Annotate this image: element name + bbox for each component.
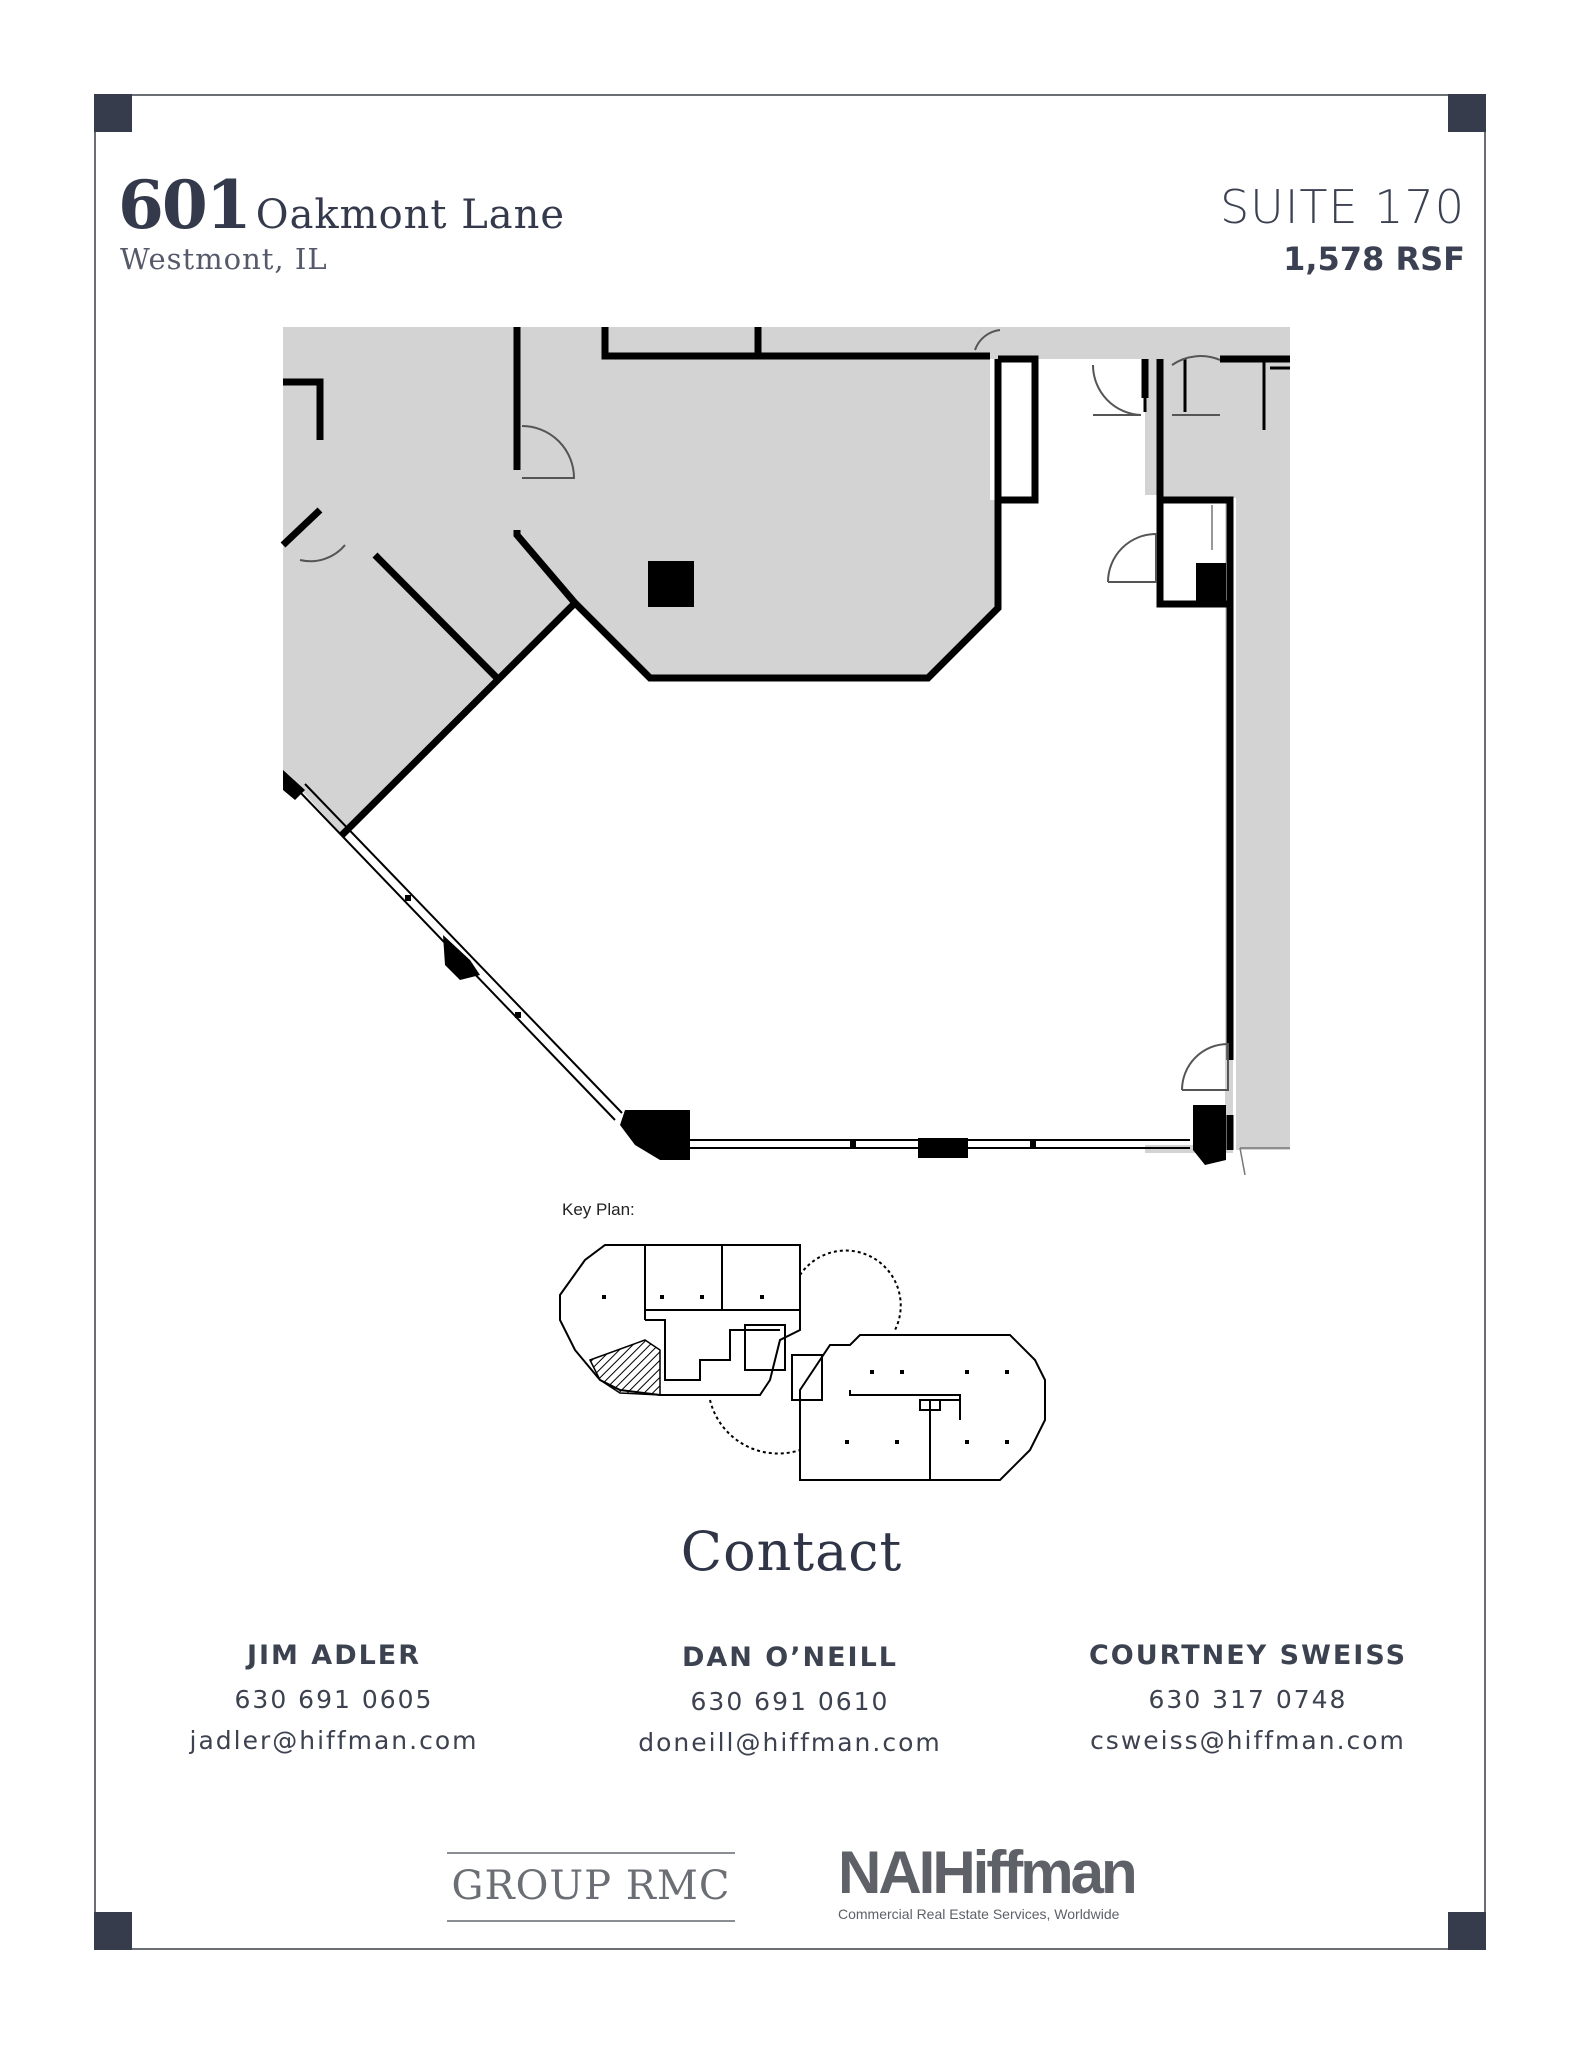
nai-hiffman-wordmark: NAIHiffman (838, 1839, 1138, 1906)
corner-mark-bottom-right (1448, 1912, 1486, 1950)
suite-area: 1,578 RSF (1283, 240, 1465, 278)
contact-phone[interactable]: 630 691 0605 (234, 1685, 434, 1714)
suite-170-area (342, 359, 1225, 1145)
key-plan-label: Key Plan: (562, 1200, 635, 1219)
structural-column (648, 561, 694, 607)
contact-email[interactable]: jadler@hiffman.com (189, 1726, 479, 1755)
key-plan-suite-highlight (588, 1339, 661, 1396)
contact-name: COURTNEY SWEISS (1088, 1640, 1408, 1671)
contact-name: DAN O’NEILL (681, 1642, 898, 1673)
page-frame (94, 94, 1486, 1950)
property-city: Westmont, IL (120, 242, 328, 276)
nai-hiffman-logo: NAIHiffman Commercial Real Estate Servic… (838, 1839, 1138, 1923)
adjacent-spaces (283, 327, 1290, 1153)
contact-heading: Contact (680, 1520, 903, 1583)
floor-plan (280, 327, 1290, 1176)
group-rmc-logo: GROUP RMC (447, 1852, 735, 1922)
contact-card-jim-adler: JIM ADLER 630 691 0605 jadler@hiffman.co… (144, 1640, 524, 1755)
corner-mark-bottom-left (94, 1912, 132, 1950)
contact-email[interactable]: doneill@hiffman.com (638, 1728, 942, 1757)
suite-number: SUITE 170 (1219, 180, 1465, 234)
nai-hiffman-tagline: Commercial Real Estate Services, Worldwi… (838, 1906, 1120, 1922)
contact-phone[interactable]: 630 317 0748 (1148, 1685, 1348, 1714)
contact-card-courtney-sweiss: COURTNEY SWEISS 630 317 0748 csweiss@hif… (1058, 1640, 1438, 1755)
corner-mark-top-right (1448, 94, 1486, 132)
contact-email[interactable]: csweiss@hiffman.com (1090, 1726, 1406, 1755)
contact-card-dan-oneill: DAN O’NEILL 630 691 0610 doneill@hiffman… (600, 1642, 980, 1757)
contact-phone[interactable]: 630 691 0610 (690, 1687, 890, 1716)
key-plan (559, 1244, 1046, 1481)
contact-name: JIM ADLER (246, 1640, 422, 1671)
corner-mark-top-left (94, 94, 132, 132)
address-street: Oakmont Lane (255, 192, 566, 238)
address-number: 601 (118, 166, 252, 244)
